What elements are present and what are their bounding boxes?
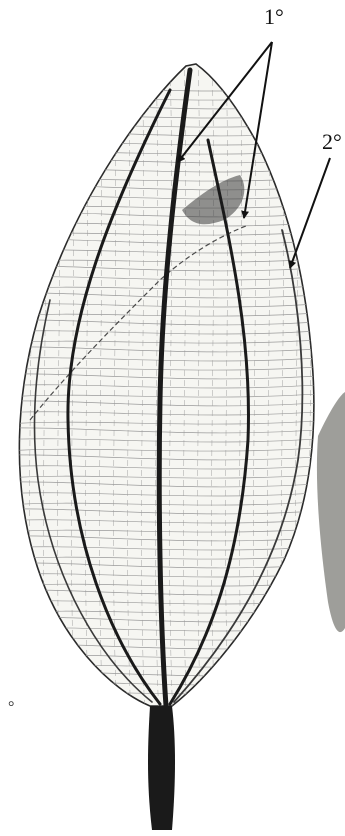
primary-vein-label: 1° bbox=[264, 6, 284, 28]
secondary-vein-label: 2° bbox=[322, 131, 342, 153]
arrow-secondary bbox=[290, 158, 330, 268]
adjacent-leaf bbox=[317, 392, 345, 632]
edge-label-fragment: ° bbox=[8, 700, 14, 716]
petiole bbox=[148, 706, 175, 830]
